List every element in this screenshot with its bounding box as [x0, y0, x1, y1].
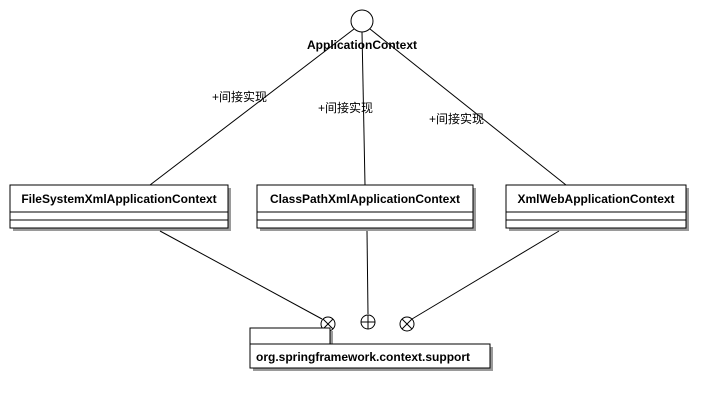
relation-label-3: +间接实现 — [429, 111, 484, 126]
containment-links — [159, 230, 560, 332]
class-filesystemxmlapplicationcontext[interactable]: FileSystemXmlApplicationContext — [9, 184, 231, 231]
class-xmlwebapplicationcontext[interactable]: XmlWebApplicationContext — [505, 184, 689, 231]
package-tab — [249, 327, 331, 345]
relation-label-2: +间接实现 — [318, 100, 373, 115]
package-org-springframework-context-support[interactable]: org.springframework.context.support — [249, 327, 493, 371]
containment-line-classpath — [366, 230, 369, 315]
class-name: ClassPathXmlApplicationContext — [270, 192, 460, 206]
realization-line-xmlweb — [369, 28, 567, 186]
class-name: FileSystemXmlApplicationContext — [21, 192, 216, 206]
package-body — [249, 343, 491, 369]
relation-label-1: +间接实现 — [212, 89, 267, 104]
class-box — [256, 184, 474, 229]
class-box — [9, 184, 229, 229]
containment-circle-icon — [399, 316, 415, 332]
interface-lollipop-icon — [350, 9, 374, 33]
class-classpathxmlapplicationcontext[interactable]: ClassPathXmlApplicationContext — [256, 184, 476, 231]
realization-line-filesystem — [149, 28, 355, 186]
containment-line-xmlweb — [411, 230, 560, 320]
containment-circle-icon — [360, 314, 376, 330]
class-name: XmlWebApplicationContext — [517, 192, 674, 206]
realization-links: +间接实现 +间接实现 +间接实现 — [149, 28, 567, 186]
containment-line-filesystem — [159, 230, 323, 320]
package-name: org.springframework.context.support — [256, 350, 470, 364]
realization-line-classpath — [361, 31, 366, 186]
class-box — [505, 184, 687, 229]
